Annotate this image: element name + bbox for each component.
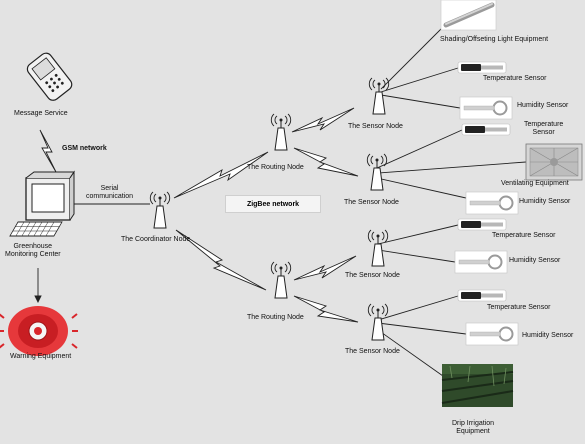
ventilating-equipment-label: Ventilating Equipment [501, 180, 569, 187]
humidity-sensor-2-label: Humidity Sensor [519, 198, 571, 205]
lightning-link-icon [39, 107, 359, 323]
serial-line1: Serial [100, 185, 119, 192]
routing-node-bottom-icon [270, 261, 292, 299]
gsm-network-label: GSM network [62, 145, 107, 152]
routing-node-top-label: The Routing Node [247, 164, 304, 171]
warning-equipment-label: Warning Equipment [10, 353, 72, 360]
temperature-probe-icon [461, 123, 511, 136]
temperature-sensor-4-label: Temperature Sensor [487, 304, 551, 311]
temp2-line2: Sensor [532, 129, 555, 137]
shading-light-label: Shading/Offseting Light Equipment [440, 36, 549, 43]
message-service-label: Message Service [14, 110, 68, 117]
serial-communication-label: Serial communication [86, 185, 133, 201]
coordinator-node-icon [149, 191, 171, 229]
routing-node-bottom-label: The Routing Node [247, 314, 304, 321]
monitoring-center-label: Greenhouse Monitoring Center [5, 243, 61, 259]
ventilation-fan-icon [525, 143, 583, 181]
greenhouse-line1: Greenhouse [13, 243, 53, 250]
coordinator-node-label: The Coordinator Node [121, 236, 191, 243]
humidity-probe-icon [465, 322, 519, 346]
sensor-node-3-label: The Sensor Node [345, 272, 400, 279]
temperature-sensor-3-label: Temperature Sensor [492, 232, 556, 239]
humidity-sensor-4-label: Humidity Sensor [522, 332, 574, 339]
sensor-node-3-icon [367, 229, 389, 267]
temperature-probe-icon [457, 218, 507, 231]
temperature-probe-icon [457, 289, 507, 302]
mobile-phone-icon [26, 52, 73, 101]
routing-node-top-icon [270, 113, 292, 151]
connection-lines [34, 23, 527, 377]
drip-irrigation-label: Drip Irrigation Equipment [452, 420, 494, 436]
drip-line1: Drip Irrigation [452, 420, 495, 427]
greenhouse-line2: Monitoring Center [5, 251, 61, 259]
sensor-node-4-label: The Sensor Node [345, 348, 400, 355]
serial-line2: communication [86, 193, 134, 201]
warning-siren-icon [0, 306, 78, 356]
temperature-sensor-1-label: Temperature Sensor [483, 75, 547, 82]
sensor-node-1-label: The Sensor Node [348, 123, 403, 130]
sensor-node-2-label: The Sensor Node [344, 199, 399, 206]
humidity-probe-icon [454, 250, 508, 274]
humidity-sensor-1-label: Humidity Sensor [517, 102, 569, 109]
drip-irrigation-photo [441, 364, 514, 407]
humidity-sensor-3-label: Humidity Sensor [509, 257, 561, 264]
humidity-probe-icon [459, 96, 513, 120]
temperature-sensor-2-label: Temperature Sensor [524, 121, 563, 137]
temp2-line1: Temperature [524, 121, 564, 128]
temperature-probe-icon [457, 61, 507, 74]
humidity-probe-icon [465, 191, 519, 215]
zigbee-network-label: ZigBee network [225, 195, 321, 213]
drip-line2: Equipment [456, 428, 490, 436]
computer-terminal-icon [9, 170, 75, 237]
light-tube-icon [440, 0, 497, 31]
sensor-node-2-icon [366, 153, 388, 191]
